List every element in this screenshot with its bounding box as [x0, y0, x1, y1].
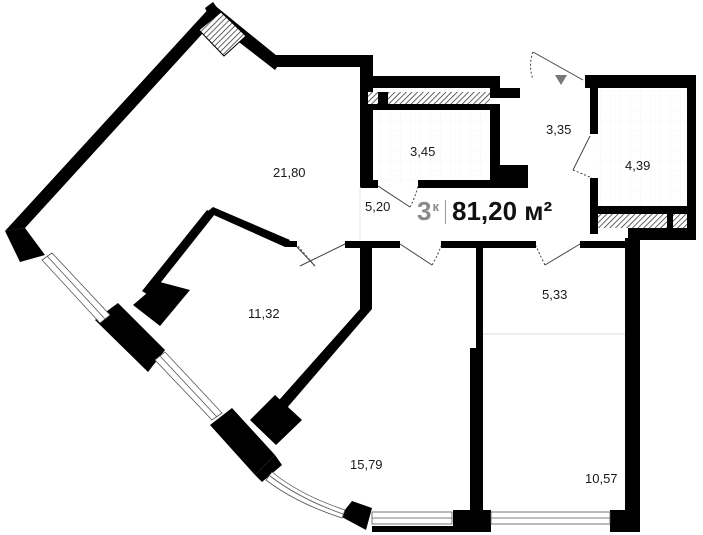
apartment-summary: 3 к 81,20 м²: [417, 196, 552, 227]
room-area-bathroom-2: 4,39: [625, 158, 651, 173]
duct-hatch: [198, 11, 247, 57]
bathroom-2-floor: [597, 90, 689, 206]
windows: [41, 252, 611, 525]
duct-hatch: [388, 92, 490, 104]
room-area-bedroom-2: 15,79: [350, 457, 383, 472]
room-area-corridor: 5,20: [365, 199, 391, 214]
entrance-triangle-icon: [555, 75, 567, 85]
room-area-bedroom-3: 10,57: [585, 471, 618, 486]
walls: [5, 2, 696, 532]
room-area-hall-entry: 3,35: [546, 122, 572, 137]
duct-hatch: [673, 214, 687, 228]
doors: [296, 51, 593, 267]
duct-hatch: [598, 214, 667, 228]
duct-hatch: [368, 92, 378, 104]
rooms-count: 3: [417, 196, 432, 226]
room-area-bedroom-1: 11,32: [248, 306, 280, 321]
room-area-living: 21,80: [273, 165, 306, 180]
room-area-hallway: 5,33: [542, 287, 568, 302]
room-area-bathroom-1: 3,45: [410, 144, 436, 159]
rooms-suffix: к: [432, 199, 439, 214]
separator: [444, 199, 446, 224]
total-area: 81,20 м²: [451, 196, 553, 226]
bathroom-1-floor: [370, 110, 490, 182]
